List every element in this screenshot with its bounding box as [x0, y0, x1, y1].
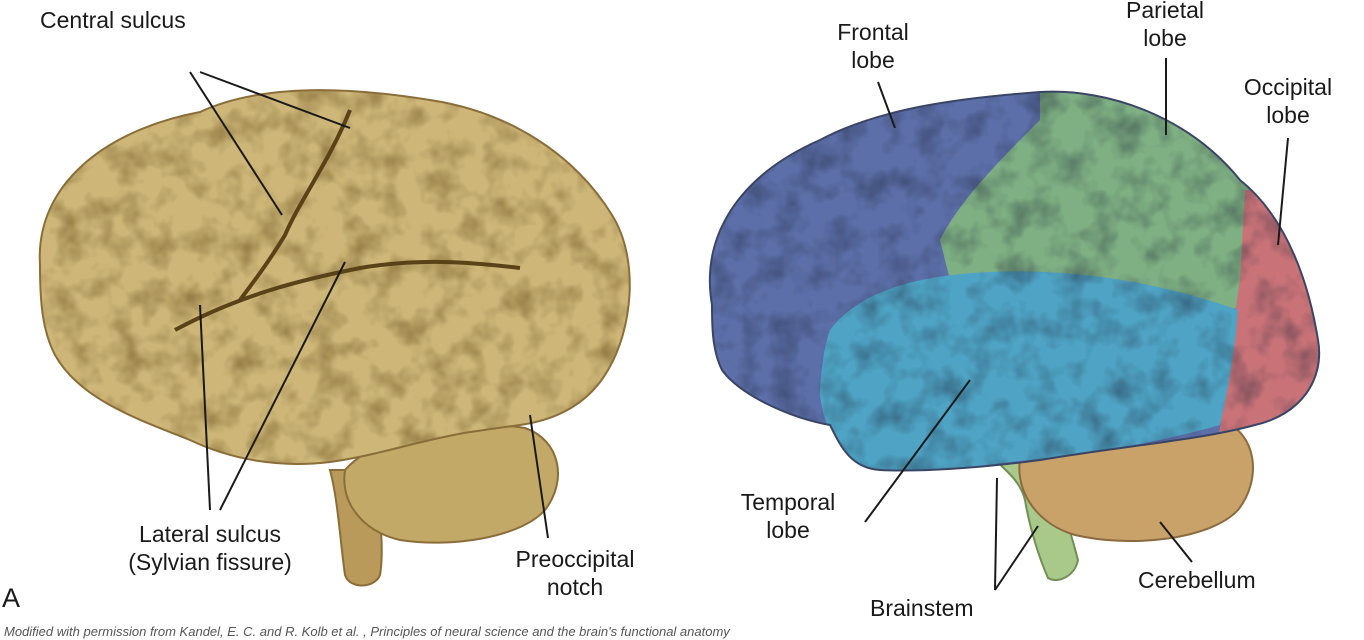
frontal-label-line2: lobe	[851, 47, 895, 73]
occipital-lobe-label: Occipital lobe	[1228, 73, 1348, 129]
lateral-sulcus-pointer-1	[199, 304, 211, 511]
occipital-label-line1: Occipital	[1243, 74, 1333, 100]
lateral-sulcus-groove	[174, 259, 521, 332]
left-cerebrum-texture	[39, 90, 630, 464]
right-cerebrum-outline	[708, 90, 1321, 472]
photo-brain-left	[38, 89, 631, 587]
lateral-sulcus-pointer-2	[219, 261, 346, 511]
preoccipital-label-line1: Preoccipital	[515, 546, 635, 572]
central-sulcus-pointer-2	[189, 71, 283, 216]
left-pointer-lines	[189, 71, 549, 539]
parietal-lobe-label: Parietal lobe	[1110, 0, 1220, 52]
central-sulcus-groove	[238, 109, 352, 302]
preoccipital-label-line2: notch	[546, 574, 604, 600]
right-pointer-lines	[864, 58, 1289, 591]
central-sulcus-label: Central sulcus	[40, 7, 186, 33]
preoccipital-notch-label: Preoccipital notch	[500, 545, 650, 601]
central-sulcus-pointer-1	[199, 71, 351, 129]
frontal-pointer	[877, 81, 896, 129]
lateral-sulcus-label-line2: (Sylvian fissure)	[128, 549, 292, 575]
occipital-label-line2: lobe	[1266, 102, 1310, 128]
parietal-label-line2: lobe	[1143, 25, 1187, 51]
lateral-sulcus-label-line1: Lateral sulcus	[139, 521, 281, 547]
brainstem-pointer-1	[994, 477, 998, 591]
preoccipital-pointer	[529, 414, 549, 539]
temporal-pointer	[864, 379, 971, 523]
left-cerebrum-outline	[38, 89, 631, 465]
brainstem-pointer-2	[994, 525, 1039, 591]
panel-letter: A	[2, 583, 21, 613]
frontal-lobe-label: Frontal lobe	[818, 18, 928, 74]
occipital-pointer	[1277, 137, 1289, 246]
temporal-label-line2: lobe	[766, 517, 810, 543]
temporal-lobe-label: Temporal lobe	[730, 488, 846, 544]
cerebellum-label: Cerebellum	[1138, 567, 1256, 593]
parietal-label-line1: Parietal	[1126, 0, 1204, 23]
lateral-sulcus-label: Lateral sulcus (Sylvian fissure)	[112, 520, 308, 576]
brainstem-label: Brainstem	[870, 595, 974, 621]
image-credit: Modified with permission from Kandel, E.…	[4, 624, 730, 639]
frontal-label-line1: Frontal	[837, 19, 909, 45]
temporal-label-line1: Temporal	[740, 489, 836, 515]
cerebellum-pointer	[1159, 521, 1193, 563]
